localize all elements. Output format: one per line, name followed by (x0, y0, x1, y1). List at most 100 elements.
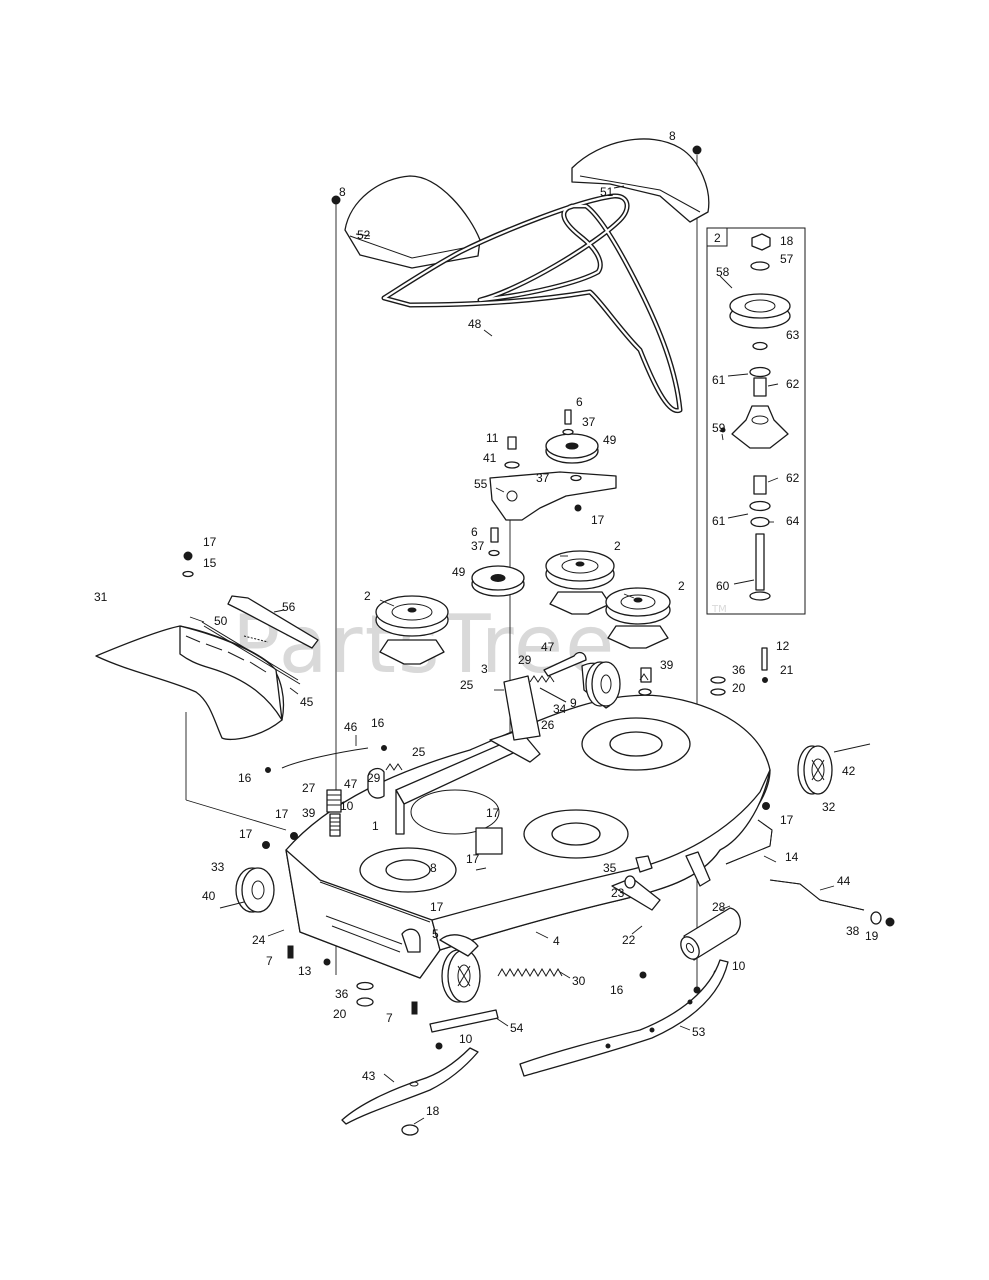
part-label-37b: 37 (536, 471, 550, 485)
part-label-38: 38 (846, 924, 860, 938)
part-label-53: 53 (692, 1025, 706, 1039)
part-label-2c: 2 (364, 589, 371, 603)
part-label-5: 5 (432, 927, 439, 941)
part-label-45: 45 (300, 695, 314, 709)
part-label-4: 4 (553, 934, 560, 948)
spindle-assembly-right (605, 587, 671, 649)
idler-pulley-upper (545, 433, 599, 464)
part-label-48: 48 (468, 317, 482, 331)
part-label-40: 40 (202, 889, 216, 903)
part-label-21: 21 (780, 663, 794, 677)
spindle-assembly-left (375, 595, 449, 665)
part-label-29a: 29 (518, 653, 532, 667)
part-label-30: 30 (572, 974, 586, 988)
part-label-6a: 6 (576, 395, 583, 409)
part-label-31: 31 (94, 590, 108, 604)
idler-bracket (489, 471, 617, 521)
part-label-37c: 37 (471, 539, 485, 553)
part-label-8c: 8 (430, 861, 437, 875)
inset-label-64: 64 (786, 514, 800, 528)
inset-label-57: 57 (780, 252, 794, 266)
part-label-54: 54 (510, 1021, 524, 1035)
part-label-9: 9 (570, 696, 577, 710)
part-label-25b: 25 (412, 745, 426, 759)
left-belt-cover (344, 175, 481, 269)
inset-label-62a: 62 (786, 377, 800, 391)
part-label-6b: 6 (471, 525, 478, 539)
part-label-2a: 2 (614, 539, 621, 553)
inset-label-62b: 62 (786, 471, 800, 485)
part-label-49b: 49 (452, 565, 466, 579)
part-label-23: 23 (611, 886, 625, 900)
part-label-33: 33 (211, 860, 225, 874)
part-label-35: 35 (603, 861, 617, 875)
part-label-34: 34 (553, 702, 567, 716)
part-label-1: 1 (372, 819, 379, 833)
part-label-17d: 17 (239, 827, 253, 841)
part-label-52: 52 (357, 228, 371, 242)
part-label-39b: 39 (302, 806, 316, 820)
idler-pulley-lower (471, 565, 525, 597)
part-label-16c: 16 (610, 983, 624, 997)
roller (680, 907, 741, 961)
chute-hardware (201, 595, 319, 685)
part-label-29b: 29 (367, 771, 381, 785)
front-bracket-54 (429, 1009, 499, 1033)
part-label-13: 13 (298, 964, 312, 978)
part-label-2b: 2 (678, 579, 685, 593)
part-label-25a: 25 (460, 678, 474, 692)
part-label-20b: 20 (333, 1007, 347, 1021)
spindle-inset-box: 2 (706, 227, 806, 615)
part-label-36a: 36 (732, 663, 746, 677)
part-label-18a: 18 (426, 1104, 440, 1118)
part-label-47a: 47 (541, 640, 555, 654)
gauge-wheel-front (439, 934, 481, 1003)
part-label-10b: 10 (732, 959, 746, 973)
inset-label-61a: 61 (712, 373, 726, 387)
part-label-7b: 7 (386, 1011, 393, 1025)
part-label-47b: 47 (344, 777, 358, 791)
part-label-17h: 17 (430, 900, 444, 914)
part-label-41: 41 (483, 451, 497, 465)
part-label-16a: 16 (371, 716, 385, 730)
watermark-trademark: TM (711, 604, 727, 615)
mower-blade (341, 1047, 479, 1136)
part-label-10c: 10 (459, 1032, 473, 1046)
inset-label-58: 58 (716, 265, 730, 279)
deck-brackets (401, 851, 711, 953)
part-label-11: 11 (486, 431, 499, 445)
part-label-20a: 20 (732, 681, 746, 695)
inset-label-18: 18 (780, 234, 794, 248)
part-label-36b: 36 (335, 987, 349, 1001)
inset-label-61b: 61 (712, 514, 726, 528)
part-label-17a: 17 (591, 513, 605, 527)
rod-14 (725, 819, 773, 865)
spindle-assembly-center (545, 550, 615, 615)
drive-belt (381, 193, 683, 414)
part-label-39a: 39 (660, 658, 674, 672)
part-label-7a: 7 (266, 954, 273, 968)
part-labels: 8 52 8 51 48 6 37 49 11 41 37 55 17 6 37… (94, 129, 879, 1118)
inset-box-label: 2 (714, 231, 721, 245)
part-label-19: 19 (865, 929, 879, 943)
part-label-12: 12 (776, 639, 790, 653)
part-label-51: 51 (600, 185, 614, 199)
baffle-53 (519, 959, 729, 1077)
part-label-17f: 17 (466, 852, 480, 866)
part-label-14: 14 (785, 850, 799, 864)
part-label-43: 43 (362, 1069, 376, 1083)
rod-44 (769, 879, 865, 911)
part-label-50: 50 (214, 614, 228, 628)
part-label-17c: 17 (275, 807, 289, 821)
inset-label-60: 60 (716, 579, 730, 593)
gauge-wheel-right-32 (797, 743, 871, 795)
part-label-17b: 17 (203, 535, 217, 549)
part-label-10a: 10 (340, 799, 354, 813)
part-label-16b: 16 (238, 771, 252, 785)
part-label-3: 3 (481, 662, 488, 676)
gauge-wheel-left-33 (219, 867, 275, 913)
part-label-44: 44 (837, 874, 851, 888)
part-label-17e: 17 (486, 806, 500, 820)
rods-and-pins (281, 651, 587, 799)
